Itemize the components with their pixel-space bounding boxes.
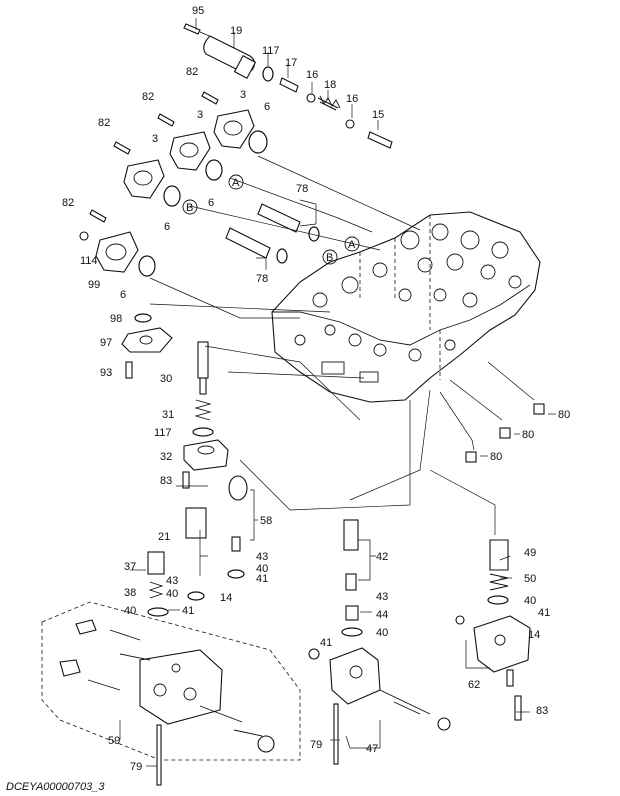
spool-pair <box>225 203 320 264</box>
valve-body <box>271 211 541 403</box>
callout-79: 79 <box>310 739 322 751</box>
callout-6: 6 <box>120 289 126 301</box>
callout-80: 80 <box>522 429 534 441</box>
callout-43: 43 <box>256 551 268 563</box>
callout-79: 79 <box>130 761 142 773</box>
callout-3: 3 <box>240 89 246 101</box>
callout-3: 3 <box>152 133 158 145</box>
valve-block-59 <box>41 475 301 786</box>
callout-93: 93 <box>100 367 112 379</box>
callout-41: 41 <box>538 607 550 619</box>
callout-18: 18 <box>324 79 336 91</box>
callout-82: 82 <box>142 91 154 103</box>
relief-valve-stack <box>182 341 229 489</box>
callout-83: 83 <box>160 475 172 487</box>
callout-97: 97 <box>100 337 112 349</box>
callout-6: 6 <box>264 101 270 113</box>
callout-117: 117 <box>154 427 172 439</box>
callout-43: 43 <box>376 591 388 603</box>
solenoid-group <box>183 23 393 149</box>
callout-16: 16 <box>306 69 318 81</box>
callout-62: 62 <box>468 679 480 691</box>
callout-40: 40 <box>166 588 178 600</box>
callout-44: 44 <box>376 609 388 621</box>
callout-98: 98 <box>110 313 122 325</box>
callout-B: B <box>326 252 333 264</box>
callout-99: 99 <box>88 279 100 291</box>
drawing-code: DCEYA00000703_3 <box>6 781 105 793</box>
callout-50: 50 <box>524 573 536 585</box>
callout-16: 16 <box>346 93 358 105</box>
callout-40: 40 <box>124 605 136 617</box>
callout-A: A <box>348 239 356 251</box>
callout-117: 117 <box>262 45 280 57</box>
callout-95: 95 <box>192 5 204 17</box>
callout-6: 6 <box>208 197 214 209</box>
plug-set-80 <box>465 403 545 463</box>
callout-3: 3 <box>197 109 203 121</box>
callout-82: 82 <box>62 197 74 209</box>
callout-A: A <box>232 177 240 189</box>
flange-middle <box>157 113 223 181</box>
callout-30: 30 <box>160 373 172 385</box>
callout-32: 32 <box>160 451 172 463</box>
valve-block-62 <box>455 539 531 721</box>
cover-plate <box>121 313 173 379</box>
flange-port <box>79 209 156 277</box>
flange-lower <box>113 141 181 207</box>
callout-41: 41 <box>256 573 268 585</box>
callout-41: 41 <box>182 605 194 617</box>
valve-block-47 <box>308 519 451 765</box>
callout-49: 49 <box>524 547 536 559</box>
callout-31: 31 <box>162 409 174 421</box>
part-callouts: 95 19 117 17 16 18 16 15 82 3 82 3 6 82 … <box>62 5 570 773</box>
callout-38: 38 <box>124 587 136 599</box>
callout-40: 40 <box>256 563 268 575</box>
callout-40: 40 <box>376 627 388 639</box>
callout-83: 83 <box>536 705 548 717</box>
callout-37: 37 <box>124 561 136 573</box>
callout-21: 21 <box>158 531 170 543</box>
callout-47: 47 <box>366 743 378 755</box>
callout-40: 40 <box>524 595 536 607</box>
callout-19: 19 <box>230 25 242 37</box>
callout-78: 78 <box>256 273 268 285</box>
callout-78: 78 <box>296 183 308 195</box>
callout-58: 58 <box>260 515 272 527</box>
callout-82: 82 <box>98 117 110 129</box>
callout-B: B <box>186 202 193 214</box>
callout-6: 6 <box>164 221 170 233</box>
callout-59: 59 <box>108 735 120 747</box>
callout-15: 15 <box>372 109 384 121</box>
callout-14: 14 <box>220 592 232 604</box>
callout-80: 80 <box>558 409 570 421</box>
callout-42: 42 <box>376 551 388 563</box>
callout-82: 82 <box>186 66 198 78</box>
callout-43: 43 <box>166 575 178 587</box>
callout-17: 17 <box>285 57 297 69</box>
callout-114: 114 <box>80 255 98 267</box>
leader-lines <box>119 18 556 767</box>
flange-upper <box>201 91 268 154</box>
callout-41: 41 <box>320 637 332 649</box>
callout-80: 80 <box>490 451 502 463</box>
callout-14: 14 <box>528 629 540 641</box>
